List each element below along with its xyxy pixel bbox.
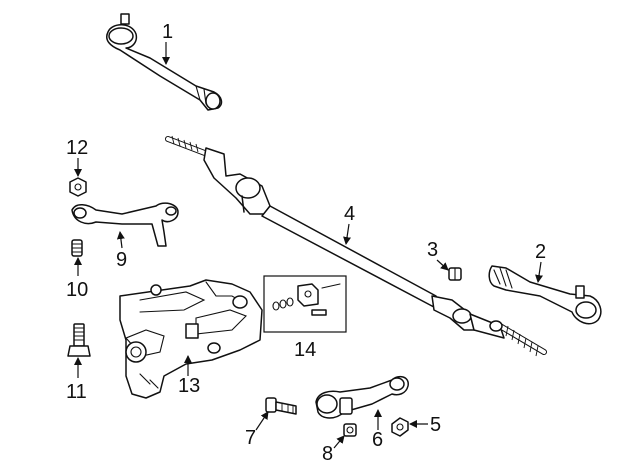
nut-5[interactable] <box>391 417 409 437</box>
callout-12: 12 <box>66 137 88 159</box>
callout-1: 1 <box>162 21 173 43</box>
callout-9: 9 <box>116 249 127 271</box>
center-link[interactable] <box>165 135 547 357</box>
callout-6: 6 <box>372 429 383 451</box>
idler-arm[interactable] <box>315 375 409 419</box>
callout-14: 14 <box>294 339 316 361</box>
callout-3: 3 <box>427 239 438 261</box>
bolt-11[interactable] <box>67 323 91 357</box>
nut-3[interactable] <box>448 267 462 281</box>
tie-rod-end-left[interactable] <box>106 13 223 111</box>
callout-10: 10 <box>66 279 88 301</box>
stud-10[interactable] <box>71 239 83 257</box>
callout-2: 2 <box>535 241 546 263</box>
pitman-arm[interactable] <box>71 202 179 247</box>
bolt-7[interactable] <box>265 397 297 415</box>
steering-gear-box[interactable] <box>119 279 263 399</box>
tie-rod-end-right[interactable] <box>488 265 602 325</box>
callout-8: 8 <box>322 443 333 465</box>
callout-labels: 1 2 3 4 5 6 7 8 9 10 11 12 13 14 <box>66 21 546 465</box>
callout-4: 4 <box>344 203 355 225</box>
repair-kit[interactable] <box>263 275 347 333</box>
callout-11: 11 <box>66 381 87 403</box>
nut-8[interactable] <box>343 423 357 437</box>
callout-13: 13 <box>178 375 200 397</box>
callout-7: 7 <box>245 427 256 449</box>
leader-lines <box>74 42 543 449</box>
callout-5: 5 <box>430 414 441 436</box>
nut-12[interactable] <box>69 177 87 197</box>
